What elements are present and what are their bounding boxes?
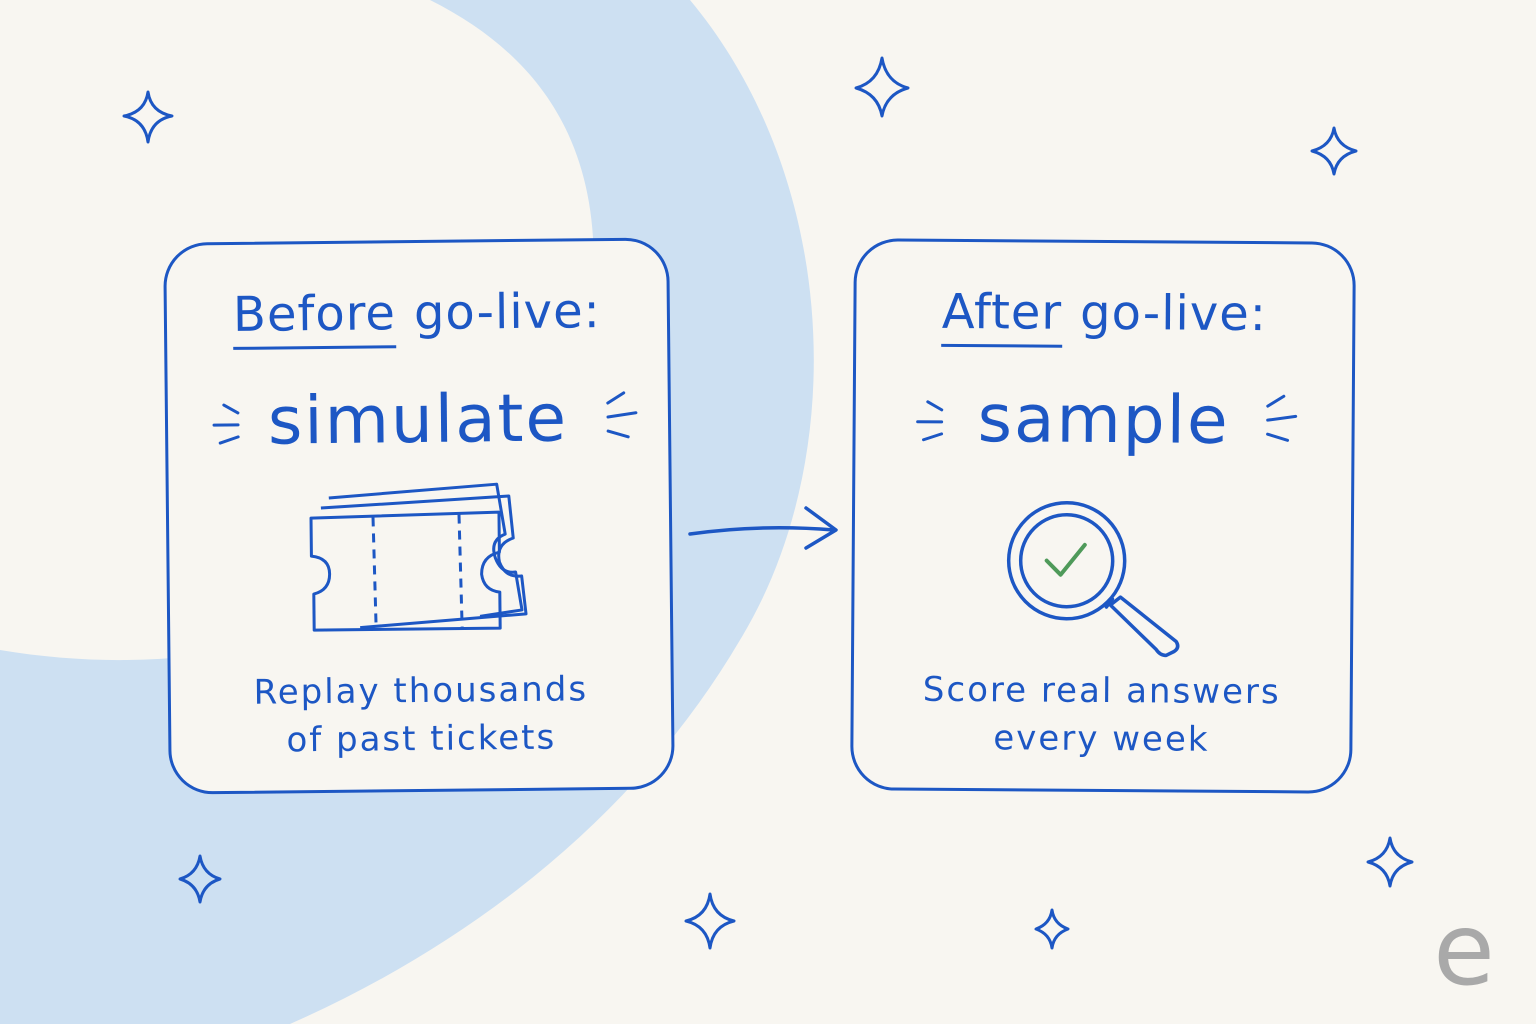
after-heading-rest: go-live:: [1079, 284, 1268, 343]
emphasis-marks-left: [916, 400, 944, 442]
after-caption-line1: Score real answers: [922, 669, 1281, 713]
before-caption-line2: of past tickets: [286, 717, 557, 761]
after-verb-text: sample: [977, 380, 1230, 459]
after-go-live-card: After go-live: sample Score real answers …: [850, 238, 1356, 794]
before-stage-label: Before: [232, 285, 397, 350]
logo: e: [1433, 891, 1495, 1008]
before-heading: Before go-live:: [167, 282, 668, 350]
before-go-live-card: Before go-live: simulate Replay thousands…: [163, 237, 675, 795]
magnifier-check-icon: [1006, 500, 1180, 658]
emphasis-marks-right: [1266, 394, 1298, 442]
before-heading-rest: go-live:: [413, 283, 602, 342]
after-stage-label: After: [941, 283, 1063, 348]
tickets-icon: [309, 482, 528, 632]
emphasis-marks-right: [606, 391, 638, 439]
before-verb-text: simulate: [267, 379, 569, 460]
before-caption: Replay thousands of past tickets: [171, 664, 672, 765]
after-heading: After go-live:: [856, 283, 1352, 349]
after-caption: Score real answers every week: [853, 665, 1350, 764]
checkmark-icon: [1044, 542, 1087, 577]
before-caption-line1: Replay thousands: [253, 669, 589, 713]
emphasis-marks-left: [212, 403, 240, 445]
after-caption-line2: every week: [993, 718, 1210, 760]
